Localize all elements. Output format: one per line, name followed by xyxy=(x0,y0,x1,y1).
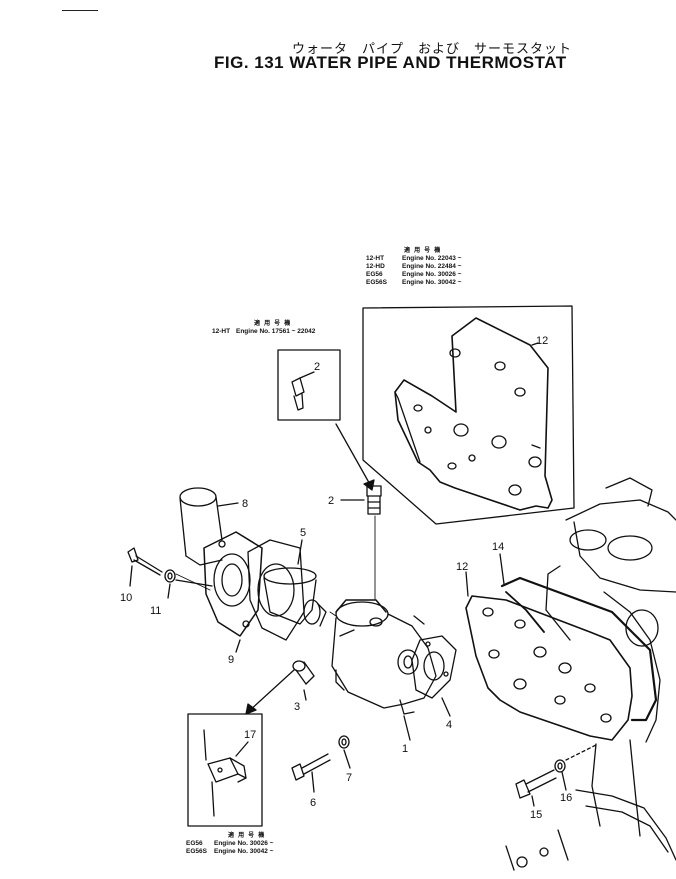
bolt-6 xyxy=(291,753,331,781)
plate-12-inset xyxy=(394,317,553,511)
top-rule xyxy=(62,10,98,11)
gasket-4 xyxy=(411,635,457,699)
note-left-header: 適 用 号 機 xyxy=(254,320,292,327)
plug-2-inset xyxy=(291,371,315,411)
note-right-header: 適 用 号 機 xyxy=(404,247,442,254)
inset-plate-box xyxy=(362,305,575,525)
callout-16: 16 xyxy=(560,792,572,804)
leader-12 xyxy=(465,571,469,597)
leader-17 xyxy=(235,741,249,757)
thermostat-5 xyxy=(263,567,327,627)
callout-1: 1 xyxy=(402,743,408,755)
inset-sensor-box xyxy=(187,713,263,827)
leader-15 xyxy=(531,795,535,807)
callout-9: 9 xyxy=(228,654,234,666)
leader-8 xyxy=(217,502,239,507)
washer-11 xyxy=(164,569,176,583)
callout-14: 14 xyxy=(492,541,504,553)
sensor-17 xyxy=(203,729,247,817)
centerline-bolt-15 xyxy=(565,743,599,761)
callout-10: 10 xyxy=(120,592,132,604)
title-english: FIG. 131 WATER PIPE AND THERMOSTAT xyxy=(214,53,567,72)
callout-3: 3 xyxy=(294,701,300,713)
leader-12-inset xyxy=(531,342,539,346)
callout-4: 4 xyxy=(446,719,452,731)
bolt-10 xyxy=(127,547,163,576)
leader-6 xyxy=(311,771,315,793)
leader-5 xyxy=(297,539,303,565)
assembly-centerline xyxy=(175,573,337,617)
callout-11: 11 xyxy=(150,605,161,617)
elbow-housing-9 xyxy=(203,531,263,637)
washer-16 xyxy=(554,759,566,773)
inset-plug-box xyxy=(277,349,341,421)
arrow-head-plug xyxy=(363,479,375,491)
plate-12 xyxy=(465,595,633,741)
leader-14 xyxy=(499,553,505,585)
plug-2 xyxy=(366,485,382,515)
leader-1 xyxy=(403,715,411,741)
leader-10 xyxy=(129,565,133,587)
callout-2-inset: 2 xyxy=(314,361,320,373)
thermostat-housing-1 xyxy=(331,599,437,715)
callout-17: 17 xyxy=(244,729,256,741)
note-bottom-header: 適 用 号 機 xyxy=(228,832,266,839)
callout-6: 6 xyxy=(310,797,316,809)
arrow-to-plug xyxy=(335,423,373,489)
leader-4 xyxy=(441,697,451,717)
bolt-15 xyxy=(515,769,557,799)
elbow-pipe-8 xyxy=(179,487,223,566)
leader-7 xyxy=(343,749,351,769)
engine-block xyxy=(505,477,676,871)
callout-5: 5 xyxy=(300,527,306,539)
callout-12: 12 xyxy=(456,561,468,573)
leader-11-line xyxy=(175,579,213,587)
leader-9 xyxy=(235,639,241,653)
callout-12-inset: 12 xyxy=(536,335,548,347)
leader-3 xyxy=(303,689,307,701)
leader-11 xyxy=(167,583,171,599)
arrow-head-sensor xyxy=(245,703,257,715)
plug-3 xyxy=(292,660,315,685)
gasket xyxy=(247,539,305,641)
washer-7 xyxy=(338,735,350,749)
title-japanese: ウォータ パイプ および サーモスタット xyxy=(292,42,573,57)
callout-7: 7 xyxy=(346,772,352,784)
leader-16 xyxy=(561,771,567,791)
arrow-to-sensor xyxy=(247,669,295,713)
callout-8: 8 xyxy=(242,498,248,510)
callout-2: 2 xyxy=(328,495,334,507)
gasket-14 xyxy=(500,576,658,722)
callout-15: 15 xyxy=(530,809,542,821)
